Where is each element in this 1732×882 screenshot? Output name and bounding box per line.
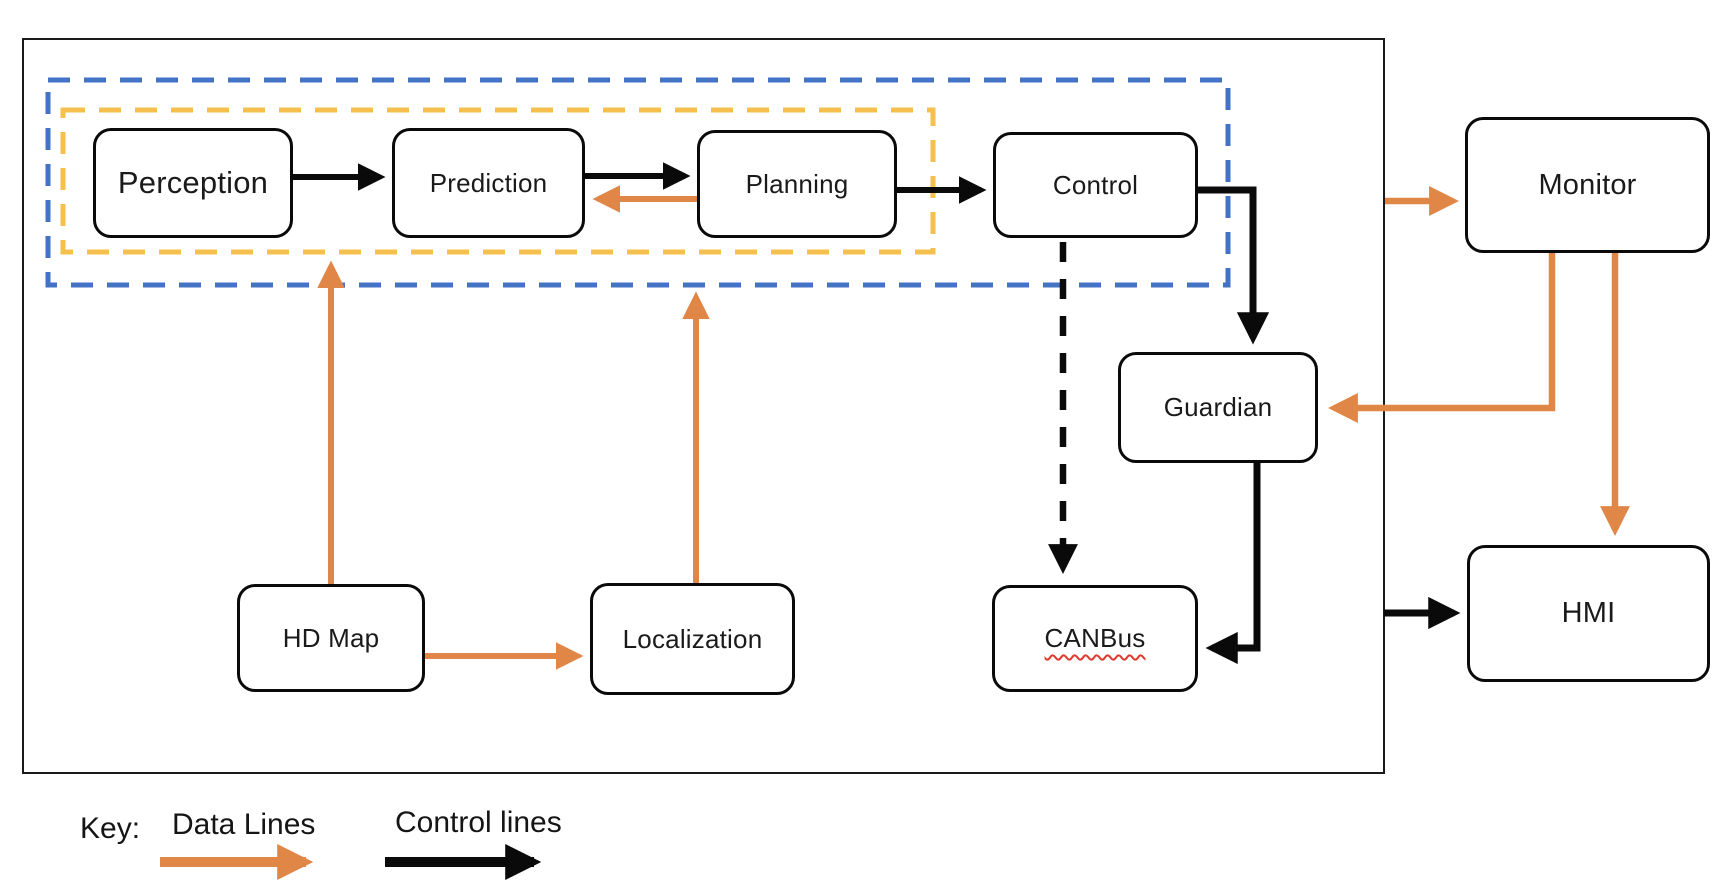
node-canbus: CANBus [992,585,1198,692]
node-control: Control [993,132,1198,238]
node-hd-map: HD Map [237,584,425,692]
node-monitor: Monitor [1465,117,1710,253]
edge-control-to-guardian [1198,186,1270,345]
key-title: Key: [80,812,141,845]
key-data-lines-label: Data Lines [172,808,316,841]
node-planning: Planning [697,130,897,238]
canbus-label: CANBus [1044,623,1146,653]
node-perception: Perception [93,128,293,238]
edge-guardian-to-canbus [1205,463,1261,665]
edge-monitor-to-guardian [1328,253,1556,423]
yellow-dashed-group-box [60,107,936,255]
node-guardian: Guardian [1118,352,1318,463]
key-control-lines-label: Control lines [395,806,562,839]
node-prediction: Prediction [392,128,585,238]
node-hmi: HMI [1467,545,1710,682]
node-localization: Localization [590,583,795,695]
blue-dashed-group-box [45,77,1231,288]
